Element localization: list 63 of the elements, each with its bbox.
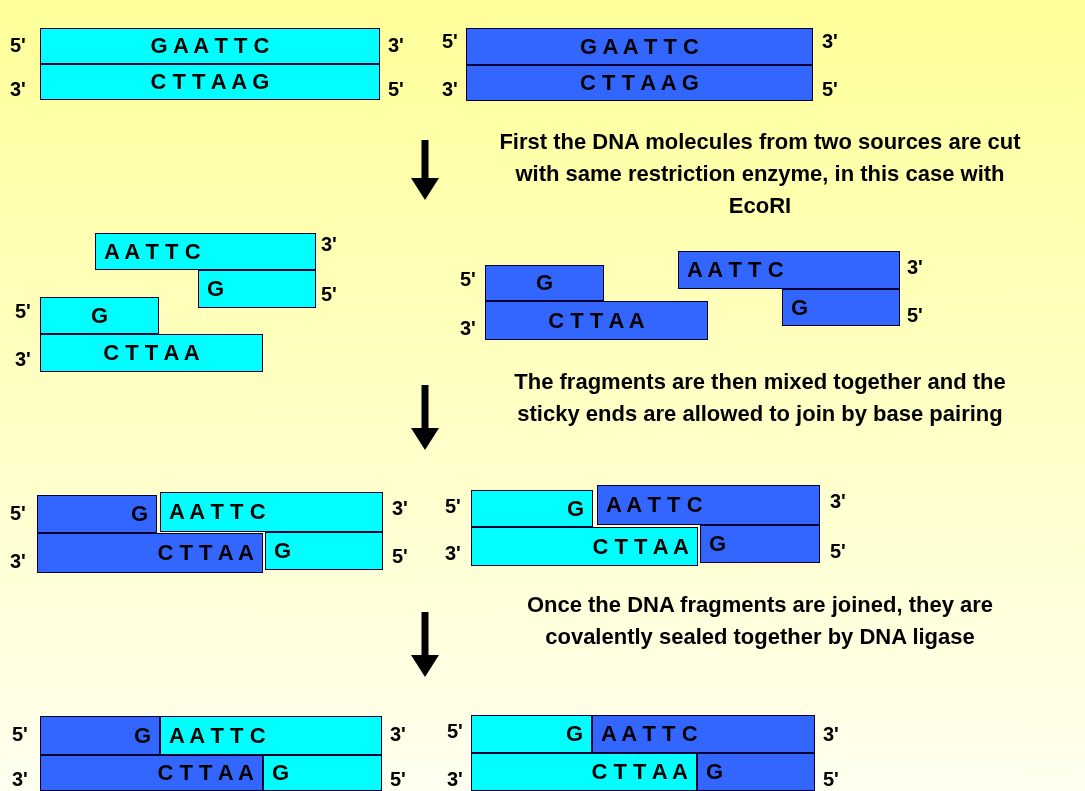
strand-end-label: 5' [388, 78, 404, 101]
dna-strand: G [40, 716, 160, 755]
dna-strand: G [782, 289, 900, 326]
dna-strand: G [700, 525, 820, 563]
strand-end-label: 3' [442, 78, 458, 101]
dna-strand: A A T T C [592, 715, 815, 753]
dna-strand: C T T A A G [466, 65, 813, 101]
strand-end-label: 3' [445, 542, 461, 565]
dna-strand: G [697, 753, 815, 791]
strand-end-label: 5' [442, 30, 458, 53]
strand-end-label: 5' [15, 300, 31, 323]
dna-strand: G [471, 490, 593, 527]
strand-end-label: 5' [12, 723, 28, 746]
strand-end-label: 3' [15, 348, 31, 371]
dna-strand: G [40, 297, 159, 334]
strand-end-label: 3' [830, 490, 846, 513]
strand-end-label: 5' [392, 545, 408, 568]
dna-strand: G [263, 755, 382, 791]
strand-end-label: 5' [10, 502, 26, 525]
dna-strand: G [265, 532, 383, 570]
strand-end-label: 5' [823, 768, 839, 791]
strand-end-label: 5' [445, 495, 461, 518]
strand-end-label: 3' [12, 768, 28, 791]
strand-end-label: 3' [321, 233, 337, 256]
dna-strand: C T T A A [471, 753, 697, 791]
dna-strand: G A A T T C [466, 28, 813, 65]
step-description: The fragments are then mixed together and the sticky ends are allowed to join by base pairing [513, 368, 1007, 428]
dna-strand: C T T A A [40, 755, 263, 791]
step-description: First the DNA molecules from two sources are cut with same restriction enzyme, in this case with EcoRI [498, 128, 1022, 220]
strand-end-label: 5' [10, 34, 26, 57]
strand-end-label: 5' [447, 720, 463, 743]
strand-end-label: 3' [388, 34, 404, 57]
dna-strand: G [198, 270, 316, 308]
strand-end-label: 3' [390, 723, 406, 746]
strand-end-label: 5' [822, 78, 838, 101]
dna-strand: C T T A A [485, 301, 708, 340]
strand-end-label: 3' [10, 550, 26, 573]
dna-strand: G [37, 495, 157, 533]
strand-end-label: 3' [823, 723, 839, 746]
dna-strand: G A A T T C [40, 28, 380, 64]
dna-strand: A A T T C [160, 492, 383, 532]
dna-strand: G [485, 265, 604, 301]
strand-end-label: 5' [907, 304, 923, 327]
dna-strand: G [471, 715, 592, 753]
strand-end-label: 5' [830, 540, 846, 563]
strand-end-label: 5' [460, 268, 476, 291]
dna-strand: C T T A A G [40, 64, 380, 100]
strand-end-label: 5' [321, 283, 337, 306]
strand-end-label: 3' [460, 317, 476, 340]
step-description: Once the DNA fragments are joined, they are covalently sealed together by DNA ligase [525, 591, 995, 651]
dna-strand: A A T T C [678, 251, 900, 289]
dna-strand: C T T A A [471, 527, 698, 566]
dna-strand: A A T T C [160, 716, 382, 755]
strand-end-label: 3' [10, 78, 26, 101]
dna-strand: C T T A A [40, 334, 263, 372]
strand-end-label: 3' [392, 497, 408, 520]
dna-strand: A A T T C [95, 233, 316, 270]
strand-end-label: 3' [907, 256, 923, 279]
strand-end-label: 5' [390, 768, 406, 791]
dna-strand: C T T A A [37, 533, 263, 573]
strand-end-label: 3' [822, 30, 838, 53]
dna-strand: A A T T C [597, 485, 820, 525]
strand-end-label: 3' [447, 768, 463, 791]
